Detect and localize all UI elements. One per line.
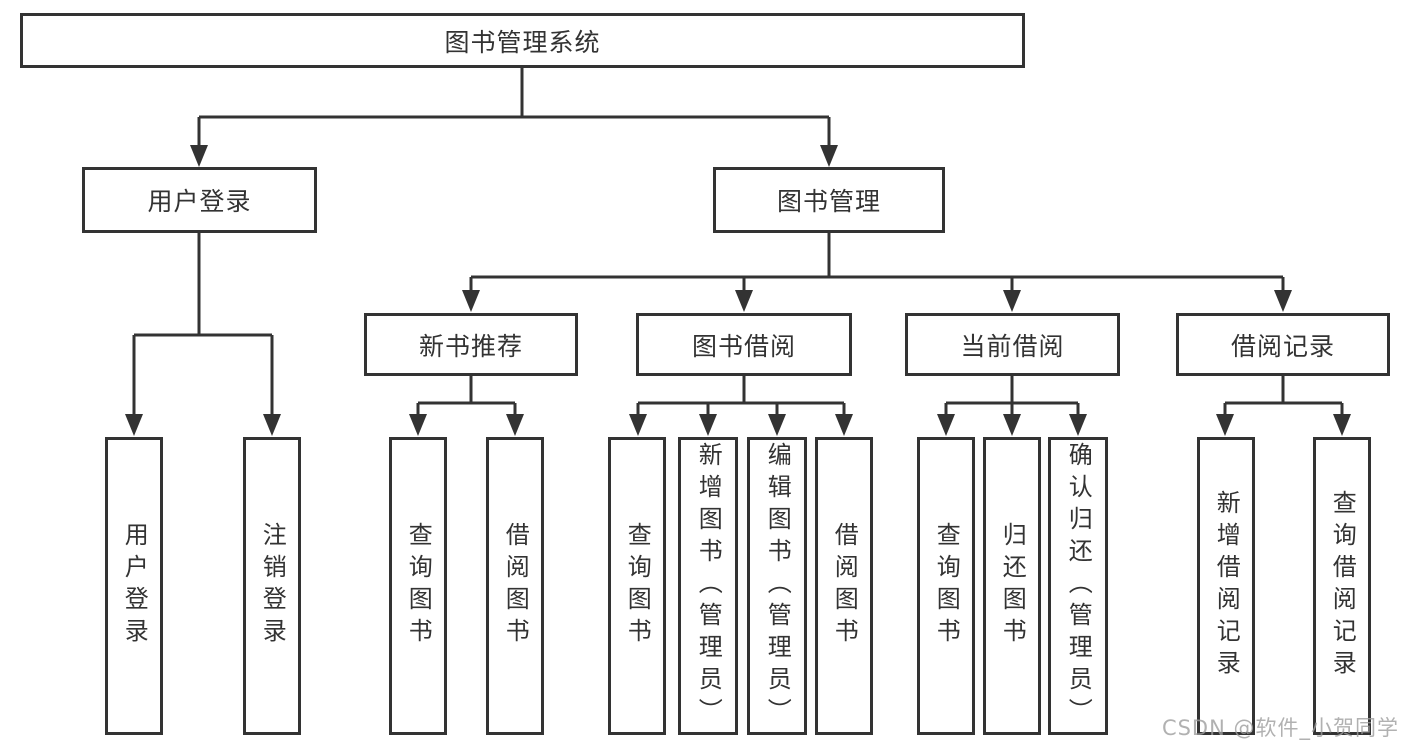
leaf-cb-query-books-label: 查询图书 xyxy=(932,522,961,650)
leaf-nb-borrow-books-label: 借阅图书 xyxy=(501,522,530,650)
leaf-user-login: 用户登录 xyxy=(105,437,163,735)
leaf-bb-borrow-books-label: 借阅图书 xyxy=(830,522,859,650)
leaf-user-login-label: 用户登录 xyxy=(120,522,149,650)
node-current-borrow: 当前借阅 xyxy=(905,313,1120,376)
leaf-bb-edit-books-admin-label: 编辑图书（管理员） xyxy=(763,442,792,730)
leaf-cb-return-books-label: 归还图书 xyxy=(998,522,1027,650)
node-book-management: 图书管理 xyxy=(713,167,945,233)
leaf-bb-borrow-books: 借阅图书 xyxy=(815,437,873,735)
leaf-bb-query-books: 查询图书 xyxy=(608,437,666,735)
leaf-br-add-record-label: 新增借阅记录 xyxy=(1212,490,1241,682)
node-root: 图书管理系统 xyxy=(20,13,1025,68)
node-new-book-recommend: 新书推荐 xyxy=(364,313,578,376)
leaf-nb-query-books-label: 查询图书 xyxy=(404,522,433,650)
leaf-cb-confirm-return-admin-label: 确认归还（管理员） xyxy=(1064,442,1093,730)
node-borrow-records: 借阅记录 xyxy=(1176,313,1390,376)
node-user-login: 用户登录 xyxy=(82,167,317,233)
leaf-br-add-record: 新增借阅记录 xyxy=(1197,437,1255,735)
leaf-br-query-record-label: 查询借阅记录 xyxy=(1328,490,1357,682)
leaf-br-query-record: 查询借阅记录 xyxy=(1313,437,1371,735)
node-book-borrow: 图书借阅 xyxy=(636,313,852,376)
leaf-bb-add-books-admin: 新增图书（管理员） xyxy=(678,437,738,735)
leaf-nb-query-books: 查询图书 xyxy=(389,437,447,735)
leaf-cb-return-books: 归还图书 xyxy=(983,437,1041,735)
leaf-logout: 注销登录 xyxy=(243,437,301,735)
leaf-cb-query-books: 查询图书 xyxy=(917,437,975,735)
leaf-nb-borrow-books: 借阅图书 xyxy=(486,437,544,735)
leaf-bb-query-books-label: 查询图书 xyxy=(623,522,652,650)
leaf-logout-label: 注销登录 xyxy=(258,522,287,650)
leaf-cb-confirm-return-admin: 确认归还（管理员） xyxy=(1048,437,1108,735)
csdn-watermark: CSDN @软件_小贺同学 xyxy=(1161,716,1399,740)
leaf-bb-edit-books-admin: 编辑图书（管理员） xyxy=(747,437,807,735)
leaf-bb-add-books-admin-label: 新增图书（管理员） xyxy=(694,442,723,730)
